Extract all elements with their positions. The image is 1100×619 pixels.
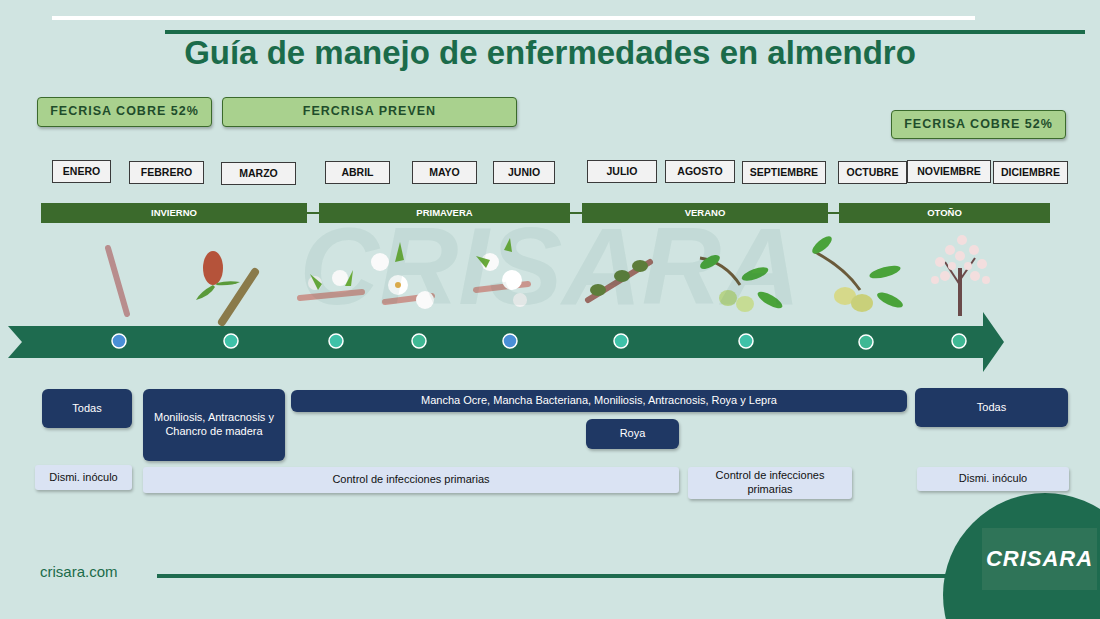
season-band: INVIERNO bbox=[41, 203, 307, 223]
box-text: MAYO bbox=[429, 166, 460, 179]
box-text: FEBRERO bbox=[141, 166, 192, 179]
box-text: CRISARA bbox=[986, 545, 1093, 573]
box-text: INVIERNO bbox=[151, 207, 197, 219]
box-text: AGOSTO bbox=[677, 165, 722, 178]
box-text: OTOÑO bbox=[927, 207, 962, 219]
purpose-box: Control de infecciones primarias bbox=[143, 467, 679, 493]
box-text: Mancha Ocre, Mancha Bacteriana, Monilios… bbox=[421, 394, 777, 408]
box-text: Roya bbox=[620, 427, 646, 441]
disease-box: Todas bbox=[915, 388, 1068, 427]
box-text: Control de infecciones primarias bbox=[696, 469, 844, 497]
box-text: FECRISA COBRE 52% bbox=[904, 117, 1053, 133]
box-text: JUNIO bbox=[508, 166, 540, 179]
purpose-box: Control de infecciones primarias bbox=[688, 467, 852, 499]
website-label: crisara.com bbox=[40, 563, 240, 587]
box-text: Control de infecciones primarias bbox=[332, 473, 489, 487]
box-text: ENERO bbox=[63, 165, 100, 178]
logo-box: CRISARA bbox=[982, 528, 1097, 590]
season-connector bbox=[307, 212, 319, 214]
box-text: SEPTIEMBRE bbox=[750, 166, 818, 179]
month-box: MAYO bbox=[412, 161, 477, 184]
month-box: FEBRERO bbox=[129, 161, 204, 184]
disease-box: Roya bbox=[586, 419, 679, 449]
diagram-title: Guía de manejo de enfermedades en almend… bbox=[0, 34, 1100, 72]
month-box: OCTUBRE bbox=[838, 161, 907, 184]
box-text: Dismi. inóculo bbox=[49, 471, 117, 485]
month-box: AGOSTO bbox=[665, 160, 735, 183]
box-text: OCTUBRE bbox=[847, 166, 899, 179]
season-band: OTOÑO bbox=[839, 203, 1050, 223]
season-connector bbox=[570, 212, 582, 214]
box-text: Todas bbox=[72, 402, 101, 416]
box-text: Todas bbox=[977, 401, 1006, 415]
month-box: MARZO bbox=[221, 162, 296, 185]
disease-box: Mancha Ocre, Mancha Bacteriana, Monilios… bbox=[291, 390, 907, 412]
month-box: ENERO bbox=[52, 160, 111, 183]
month-box: NOVIEMBRE bbox=[907, 160, 991, 183]
product-box: FECRISA COBRE 52% bbox=[891, 110, 1066, 139]
box-text: Moniliosis, Antracnosis y Chancro de mad… bbox=[149, 411, 279, 439]
product-box: FERCRISA PREVEN bbox=[222, 97, 517, 127]
month-box: JUNIO bbox=[493, 161, 555, 184]
box-text: DICIEMBRE bbox=[1001, 166, 1060, 179]
month-box: SEPTIEMBRE bbox=[742, 161, 826, 184]
watermark: CRISARA bbox=[250, 180, 850, 350]
purpose-box: Dismi. inóculo bbox=[35, 465, 132, 490]
disease-box: Todas bbox=[42, 389, 132, 428]
box-text: Dismi. inóculo bbox=[959, 472, 1027, 486]
box-text: NOVIEMBRE bbox=[917, 165, 981, 178]
box-text: JULIO bbox=[607, 165, 638, 178]
purpose-box: Dismi. inóculo bbox=[917, 467, 1069, 491]
box-text: FECRISA COBRE 52% bbox=[50, 104, 199, 120]
product-box: FECRISA COBRE 52% bbox=[37, 97, 212, 127]
box-text: MARZO bbox=[239, 167, 278, 180]
box-text: FERCRISA PREVEN bbox=[303, 104, 436, 120]
month-box: DICIEMBRE bbox=[993, 161, 1068, 184]
month-box: ABRIL bbox=[325, 161, 390, 184]
month-box: JULIO bbox=[587, 160, 657, 183]
box-text: ABRIL bbox=[341, 166, 373, 179]
disease-box: Moniliosis, Antracnosis y Chancro de mad… bbox=[143, 389, 285, 461]
season-connector bbox=[828, 212, 839, 214]
